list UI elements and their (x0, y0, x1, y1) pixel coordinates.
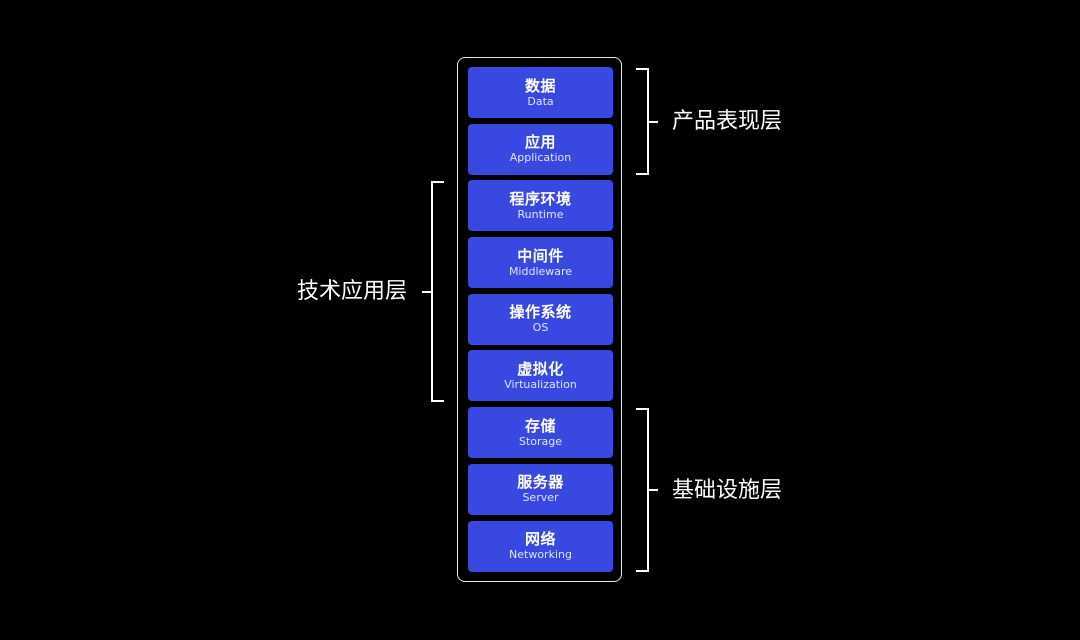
layer-en-label: Data (527, 94, 554, 108)
layer-runtime: 程序环境 Runtime (468, 180, 613, 232)
infra-layer-bracket (636, 408, 649, 572)
tech-layer-tick (422, 291, 431, 293)
layer-middleware: 中间件 Middleware (468, 237, 613, 289)
layer-cn-label: 中间件 (517, 246, 564, 265)
layer-cn-label: 网络 (524, 530, 556, 548)
layer-en-label: Application (509, 151, 572, 165)
infra-layer-tick (649, 489, 658, 491)
layer-list: 数据 Data 应用 Application 程序环境 Runtime 中间件 … (468, 67, 613, 577)
layer-virtualization: 虚拟化 Virtualization (468, 350, 613, 402)
tech-layer-label: 技术应用层 (297, 279, 408, 304)
layer-data: 数据 Data (468, 67, 613, 118)
layer-cn-label: 存储 (524, 416, 556, 435)
layer-networking: 网络 Networking (468, 520, 613, 572)
product-layer-label: 产品表现层 (672, 109, 783, 134)
layer-os: 操作系统 OS (468, 293, 613, 345)
product-layer-bracket (636, 68, 649, 175)
layer-en-label: Networking (509, 548, 572, 561)
layer-en-label: Virtualization (504, 377, 577, 391)
layer-cn-label: 虚拟化 (517, 359, 564, 378)
layer-en-label: OS (532, 321, 549, 335)
tech-layer-bracket (431, 181, 444, 402)
layer-storage: 存储 Storage (468, 407, 613, 459)
product-layer-tick (649, 121, 658, 123)
layer-en-label: Server (522, 491, 559, 505)
layer-cn-label: 应用 (524, 133, 556, 152)
layer-cn-label: 数据 (524, 76, 556, 95)
layer-cn-label: 操作系统 (509, 303, 572, 322)
layer-application: 应用 Application (468, 123, 613, 175)
stack-frame (457, 57, 622, 582)
layer-en-label: Storage (518, 434, 563, 448)
layer-cn-label: 程序环境 (509, 189, 572, 208)
layer-cn-label: 服务器 (517, 473, 564, 492)
layer-en-label: Runtime (517, 207, 564, 221)
layer-server: 服务器 Server (468, 463, 613, 515)
layer-en-label: Middleware (508, 264, 573, 278)
infra-layer-label: 基础设施层 (672, 478, 783, 503)
